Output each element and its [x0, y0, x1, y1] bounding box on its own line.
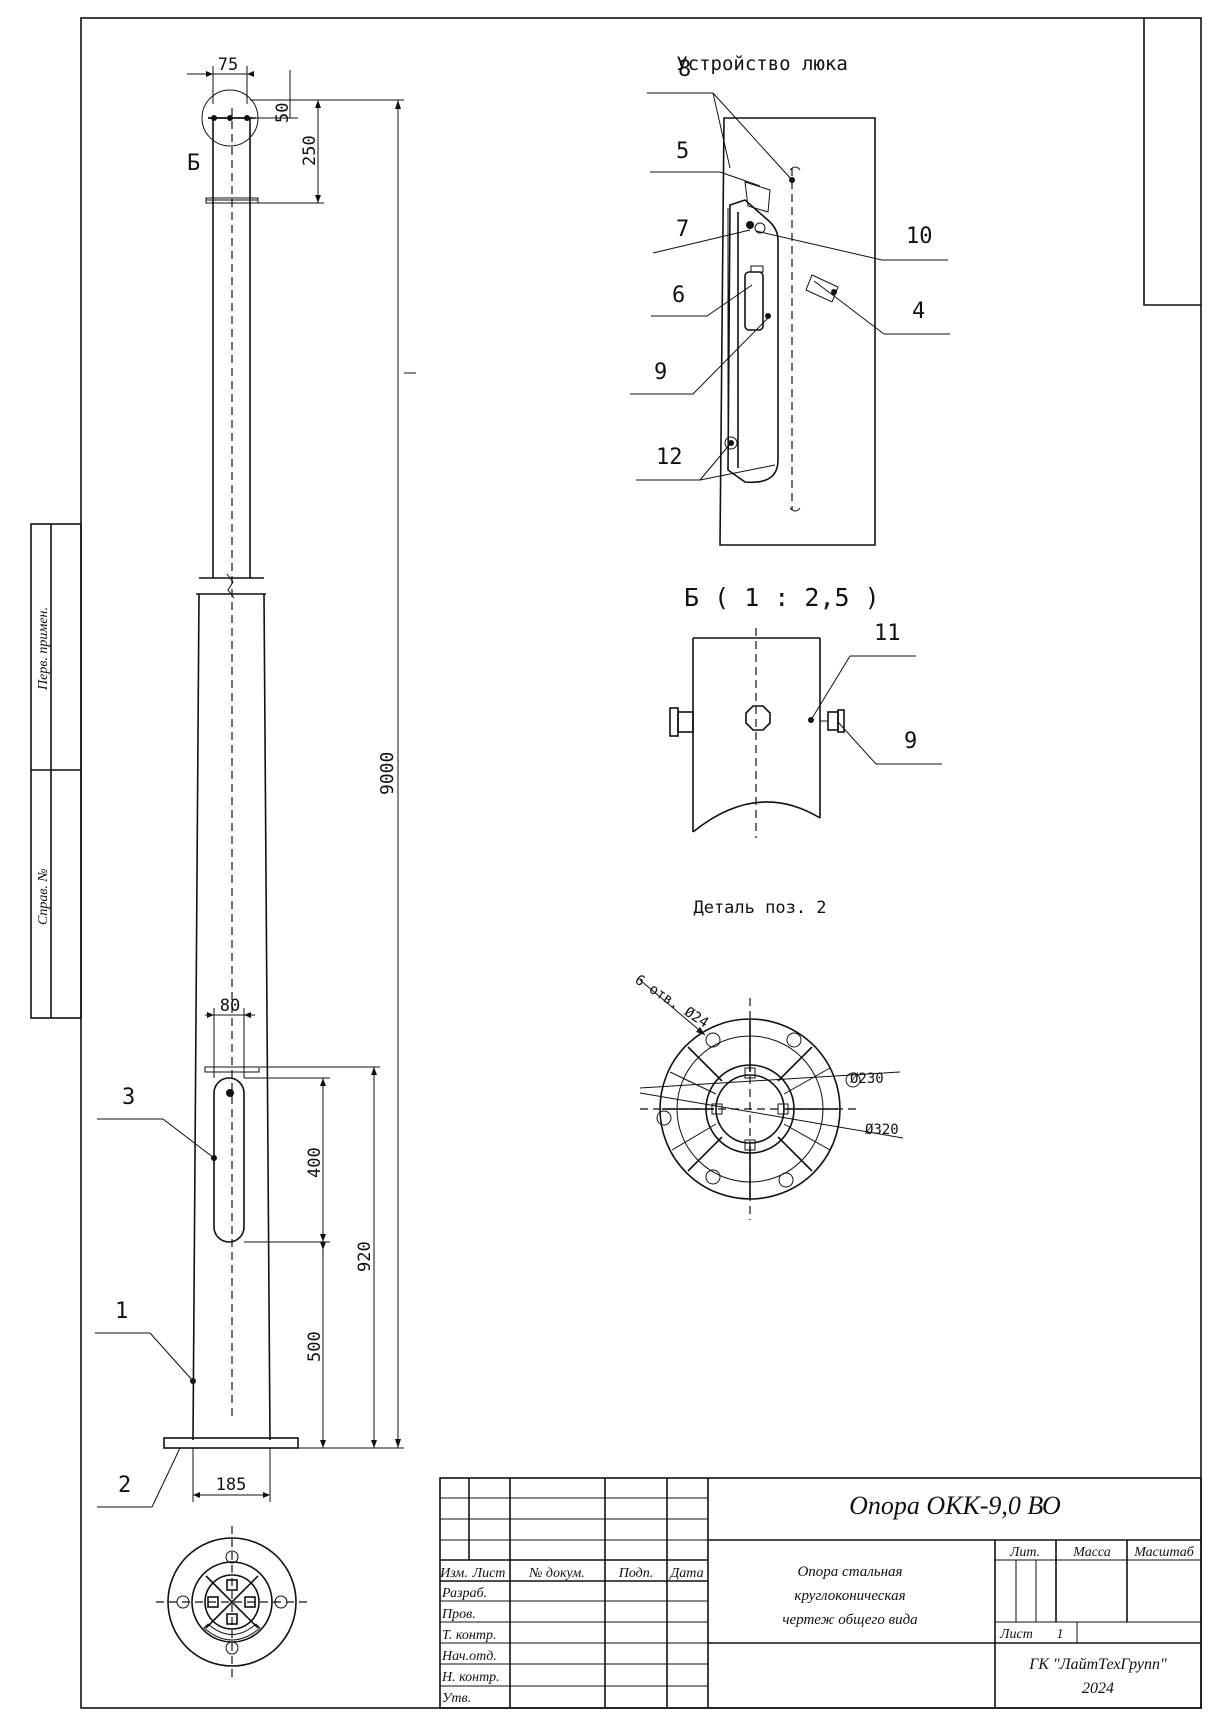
view-b-title: Б ( 1 : 2,5 ): [684, 583, 880, 612]
tb-col-list: Лист: [472, 1566, 506, 1581]
tb-role-tech-control: Т. контр.: [442, 1628, 496, 1643]
top-right-stamp-box: [1143, 18, 1201, 306]
stamp-ref-no: Справ. №: [36, 868, 51, 925]
sheet-frame: [80, 17, 1202, 1709]
tb-company: ГК "ЛайтТехГрупп": [1028, 1656, 1167, 1673]
dim-920: 920: [355, 1241, 375, 1272]
tb-sheet-number: 1: [1057, 1627, 1064, 1642]
tb-drawing-title: Опора ОКК-9,0 ВО: [849, 1491, 1061, 1520]
stamp-first-use: Перв. примен.: [36, 607, 51, 691]
tb-col-date: Дата: [668, 1566, 703, 1581]
pos-1: 1: [115, 1299, 128, 1324]
view-b-label: Б: [187, 151, 200, 176]
pos-12: 12: [656, 445, 683, 470]
pos-5: 5: [676, 139, 689, 164]
tb-role-checked: Пров.: [441, 1607, 476, 1622]
tb-desc-line-2: круглоконическая: [794, 1588, 905, 1604]
side-stamp: Перв. примен. Справ. №: [30, 523, 82, 1019]
pos-8: 8: [678, 57, 691, 82]
flange-dia-230: Ø230: [850, 1071, 884, 1087]
pole-position-leaders: 3 1 2: [95, 1085, 217, 1508]
tb-desc-line-1: Опора стальная: [797, 1564, 902, 1580]
pos-11: 11: [874, 621, 901, 646]
pos-7: 7: [676, 217, 689, 242]
tb-lit-header: Лит.: [1009, 1545, 1040, 1560]
pos-4: 4: [912, 299, 925, 324]
title-block: Изм. Лист № докум. Подп. Дата Разраб. Пр…: [439, 1477, 1202, 1709]
pole-dimensions: 75 50 250 9000 80 400 920: [187, 55, 416, 1502]
tb-role-developer: Разраб.: [441, 1586, 487, 1601]
view-b-detail: Б ( 1 : 2,5 ) 11 9: [669, 583, 942, 838]
hatch-device-view: Устройство люка 8 5 7: [630, 53, 950, 546]
tb-col-sign: Подп.: [618, 1566, 654, 1581]
tb-col-izm: Изм.: [439, 1566, 468, 1581]
pole-hatch-opening: [213, 1077, 245, 1243]
tb-year: 2024: [1082, 1680, 1114, 1697]
flange-dia-320: Ø320: [865, 1122, 899, 1138]
tb-role-norm-control: Н. контр.: [441, 1670, 500, 1685]
pos-9b: 9: [904, 729, 917, 754]
tb-col-doc: № докум.: [528, 1566, 585, 1581]
pos-6: 6: [672, 283, 685, 308]
flange-detail-title: Деталь поз. 2: [693, 898, 826, 918]
flange-detail: Деталь поз. 2 6 отв. Ø24: [632, 898, 904, 1220]
dim-50: 50: [273, 103, 293, 123]
pos-2: 2: [118, 1473, 131, 1498]
tb-mass-header: Масса: [1072, 1545, 1111, 1560]
pole-main-view: [163, 89, 299, 1449]
pos-10: 10: [906, 224, 933, 249]
tb-sheet-label: Лист: [999, 1627, 1033, 1642]
pos-9a: 9: [654, 360, 667, 385]
base-plan-view: [156, 1526, 308, 1678]
dim-75: 75: [218, 55, 238, 75]
hatch-view-title: Устройство люка: [676, 53, 848, 75]
dim-250: 250: [300, 135, 320, 166]
pos-3: 3: [122, 1085, 135, 1110]
pole-base-plate: [163, 1437, 299, 1449]
dim-500: 500: [305, 1331, 325, 1362]
tb-role-dept-head: Нач.отд.: [441, 1649, 497, 1664]
tb-role-approved: Утв.: [442, 1691, 471, 1706]
flange-holes-label: 6 отв. Ø24: [632, 972, 711, 1031]
dim-80: 80: [220, 996, 240, 1016]
dim-9000: 9000: [377, 752, 398, 795]
dim-400: 400: [305, 1147, 325, 1178]
tb-desc-line-3: чертеж общего вида: [782, 1612, 917, 1628]
tb-scale-header: Масштаб: [1133, 1545, 1195, 1560]
dim-185: 185: [216, 1475, 247, 1495]
